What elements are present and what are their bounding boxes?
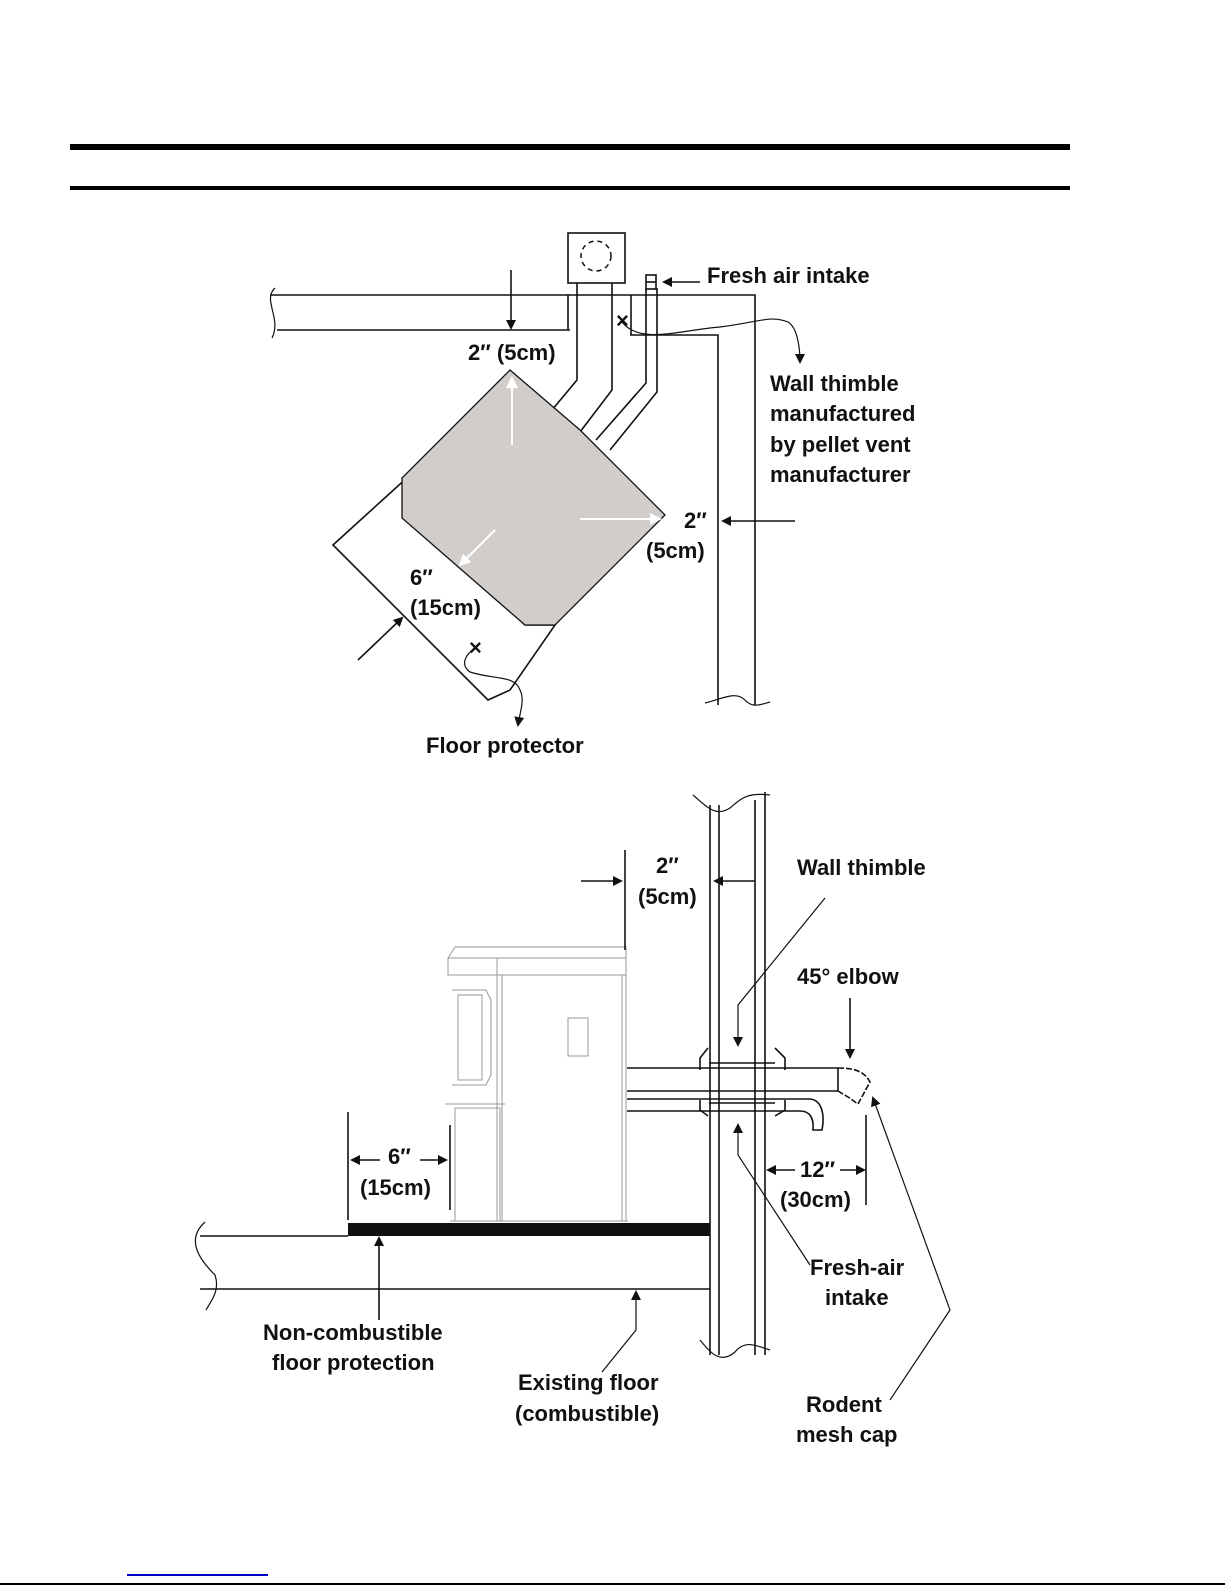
side-view: 2″ (5cm) Wall thimble 45° elbow 6″ (15cm… [195,792,950,1447]
pellet-stove [445,947,628,1221]
floor-section [195,1222,710,1310]
label-wall-thimble-1: Wall thimble [770,371,899,396]
label-top-clearance: 2″ (5cm) [468,340,556,365]
label-fresh-air-1: Fresh-air [810,1255,905,1280]
non-combustible-floor-protection [348,1223,710,1236]
label-wall-thimble-3: by pellet vent [770,432,911,457]
label-wall-thimble-2: manufactured [770,401,915,426]
wall-section [693,792,770,1357]
label-side-clearance-metric: (5cm) [646,538,705,563]
leader-wall-thimble [622,319,800,362]
label-front-clearance: 6″ [388,1144,411,1169]
label-cap-clearance-metric: (30cm) [780,1187,851,1212]
label-wall-thimble: Wall thimble [797,855,926,880]
label-existing-floor-2: (combustible) [515,1401,659,1426]
label-floor-protection-1: Non-combustible [263,1320,443,1345]
top-view: × × Fresh air intake 2″ (5cm) Wall thimb… [270,233,915,758]
arrow-front-clearance [358,618,402,660]
x-mark-thimble: × [616,308,629,333]
label-wall-clearance: 2″ [656,853,679,878]
label-cap-clearance: 12″ [800,1157,835,1182]
label-wall-clearance-metric: (5cm) [638,884,697,909]
label-wall-thimble-4: manufacturer [770,462,911,487]
leader-rodent-cap [873,1098,950,1400]
label-rodent-cap-1: Rodent [806,1392,882,1417]
label-elbow: 45° elbow [797,964,900,989]
vent-cap-plan [568,233,625,283]
label-side-clearance: 2″ [684,508,707,533]
stove-footprint [402,370,665,625]
label-front-clearance-metric: (15cm) [360,1175,431,1200]
label-floor-protector: Floor protector [426,733,584,758]
leader-existing-floor [602,1292,636,1372]
label-front-clearance: 6″ [410,565,433,590]
label-front-clearance-metric: (15cm) [410,595,481,620]
x-mark-floor: × [469,635,482,660]
wall-thimble [700,1048,785,1116]
label-fresh-air-2: intake [825,1285,889,1310]
label-fresh-air-intake: Fresh air intake [707,263,870,288]
label-rodent-cap-2: mesh cap [796,1422,898,1447]
label-existing-floor-1: Existing floor [518,1370,659,1395]
label-floor-protection-2: floor protection [272,1350,435,1375]
footer-link-underline[interactable] [127,1574,268,1576]
